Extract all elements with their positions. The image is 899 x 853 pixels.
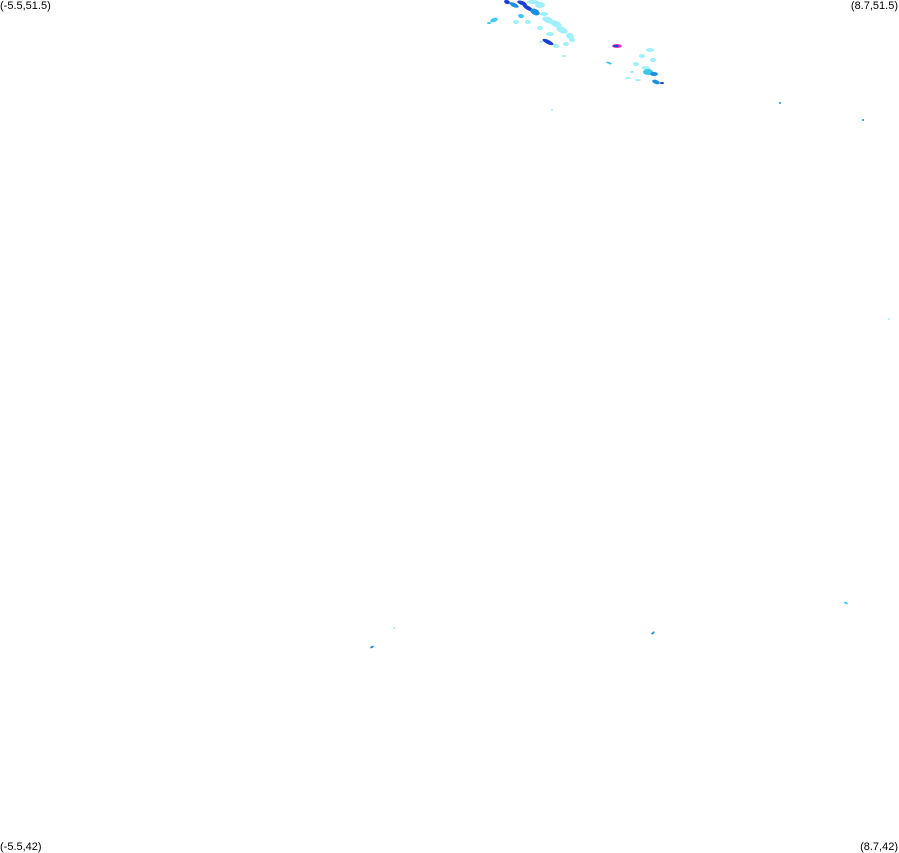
echo-strong: [652, 79, 660, 85]
echo-medium: [518, 13, 524, 19]
echo-light: [633, 62, 639, 66]
echo-light: [625, 77, 631, 79]
echo-light: [646, 48, 654, 52]
echo-medium: [487, 22, 491, 24]
echo-light: [527, 0, 539, 4]
echo-strong: [650, 72, 658, 76]
echo-light: [551, 109, 553, 111]
corner-coordinate-top-right: (8.7,51.5): [850, 0, 898, 12]
echo-heavy: [613, 45, 619, 47]
echo-light: [513, 20, 519, 24]
echo-heavy: [504, 0, 510, 5]
echo-light: [639, 54, 645, 58]
echo-light: [563, 42, 569, 46]
echo-light: [535, 2, 545, 8]
echo-light: [540, 12, 548, 16]
corner-coordinate-bottom-left: (-5.5,42): [0, 841, 42, 853]
echo-light: [888, 318, 890, 320]
corner-coordinate-top-left: (-5.5,51.5): [0, 0, 51, 12]
echo-medium: [490, 17, 498, 23]
echo-light: [525, 20, 531, 24]
echo-heavy: [542, 38, 554, 46]
echo-strong: [370, 645, 374, 649]
echo-light: [635, 79, 641, 81]
echo-light: [550, 20, 562, 28]
echo-medium: [844, 601, 848, 605]
precipitation-echoes: [370, 0, 890, 649]
echo-light: [556, 26, 568, 34]
echo-light: [537, 26, 543, 30]
echo-strong: [530, 8, 540, 16]
echo-light: [539, 41, 543, 43]
echo-medium: [606, 61, 612, 65]
echo-light: [393, 627, 395, 629]
echo-light: [566, 32, 574, 40]
echo-strong: [862, 119, 864, 121]
echo-light: [546, 32, 554, 36]
echo-strong: [779, 102, 781, 104]
corner-coordinate-bottom-right: (8.7,42): [860, 841, 898, 853]
echo-light: [569, 38, 575, 42]
echo-heavy: [660, 82, 664, 84]
echo-strong: [651, 631, 655, 635]
echo-strong: [509, 2, 519, 8]
echo-light: [630, 71, 634, 73]
echo-light: [562, 55, 566, 57]
echo-light: [553, 44, 559, 48]
echo-light: [650, 58, 656, 62]
echo-heavy: [517, 0, 527, 6]
